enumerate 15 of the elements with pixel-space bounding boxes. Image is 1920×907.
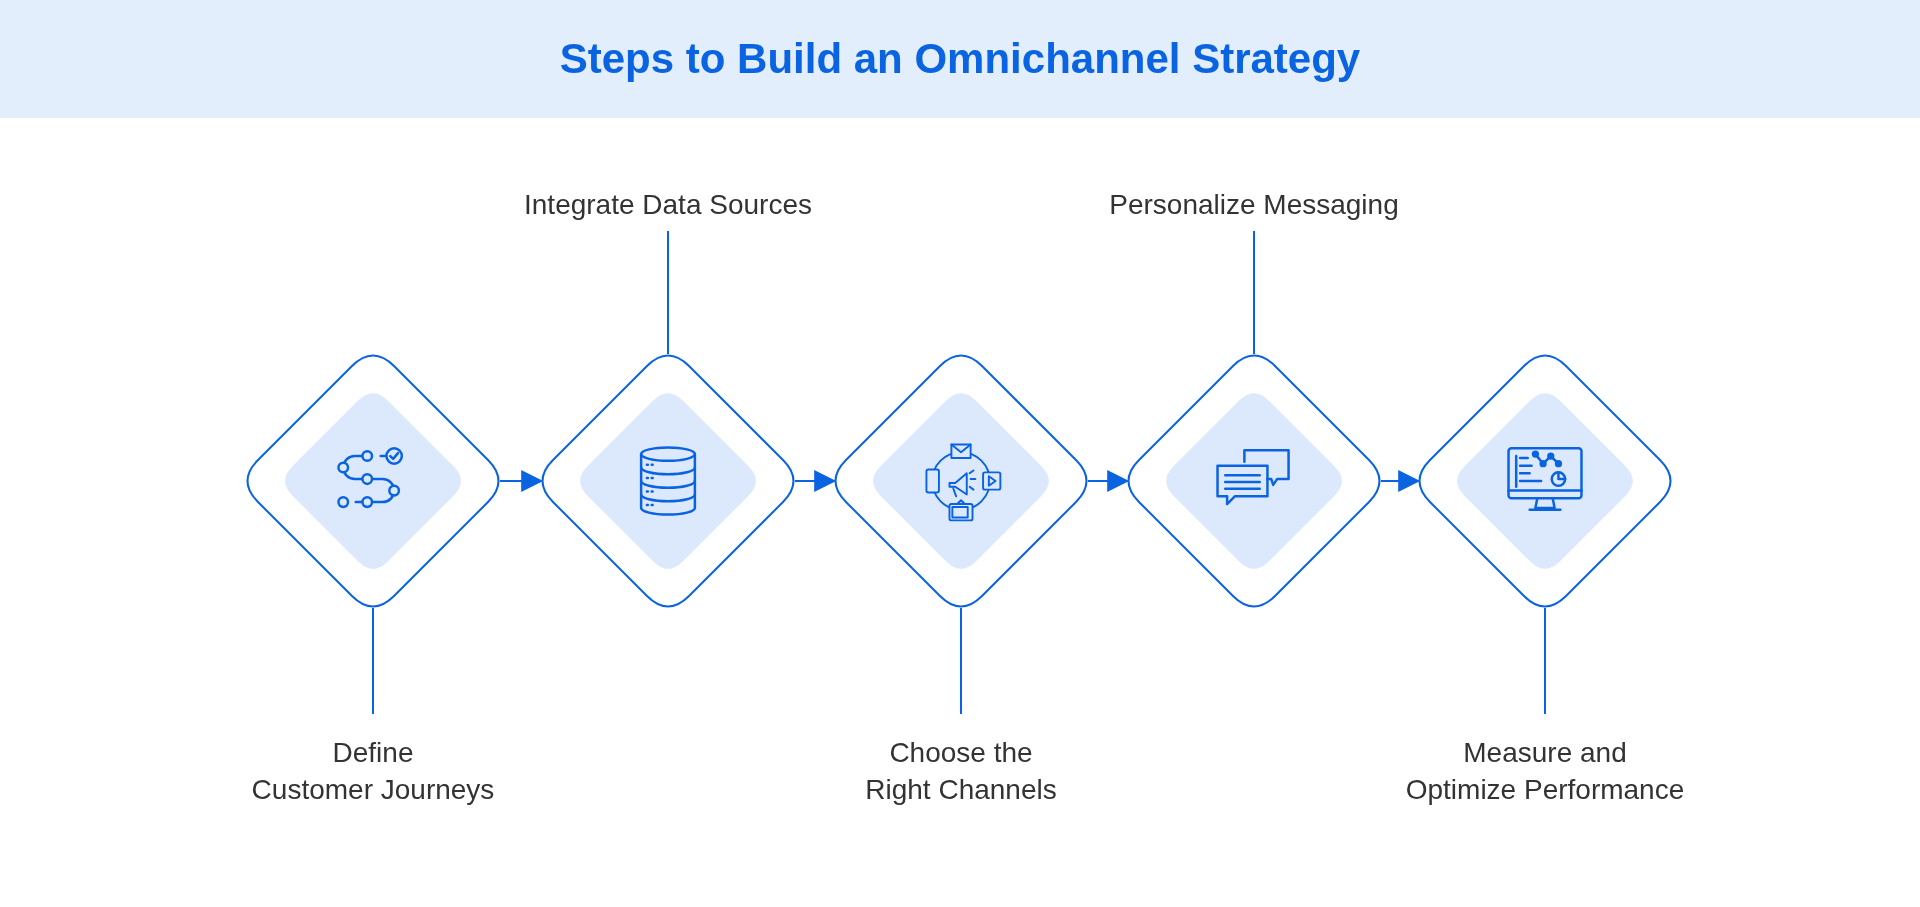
leader-line bbox=[667, 230, 669, 355]
arrow bbox=[794, 470, 837, 492]
diamond-shape bbox=[834, 354, 1088, 608]
leader-line bbox=[372, 607, 374, 715]
diamond-shape bbox=[1418, 354, 1672, 608]
leader-line bbox=[960, 607, 962, 715]
arrow bbox=[1087, 470, 1130, 492]
leader-line bbox=[1253, 230, 1255, 355]
diamond-shape bbox=[541, 354, 795, 608]
diamond-shape bbox=[1127, 354, 1381, 608]
arrow bbox=[499, 470, 544, 492]
diamond-shape bbox=[246, 354, 500, 608]
leader-line bbox=[1544, 607, 1546, 715]
title: Steps to Build an Omnichannel Strategy bbox=[559, 35, 1361, 83]
arrow bbox=[1380, 470, 1421, 492]
